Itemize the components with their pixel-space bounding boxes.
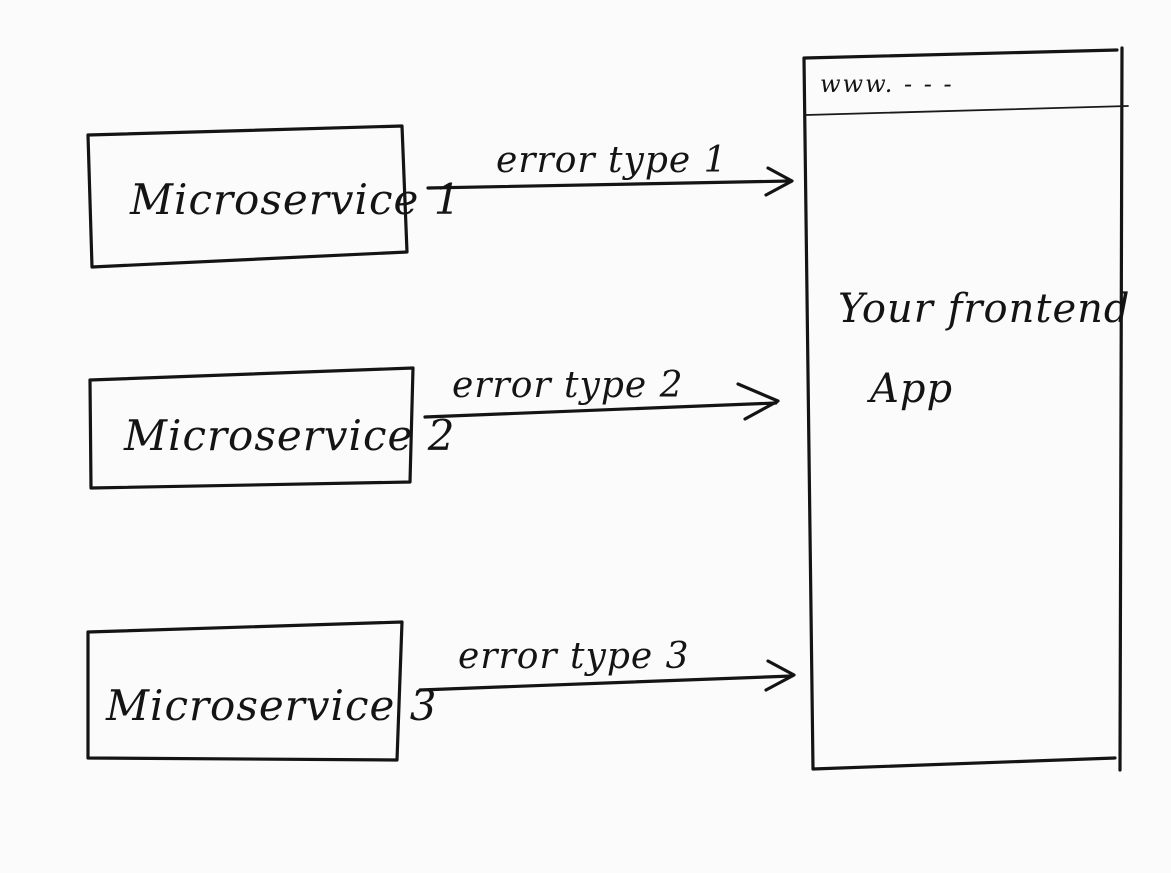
arrow-3-line [418,674,794,692]
arrow-1-label: error type 1 [496,140,728,181]
microservice-2-box [88,366,415,490]
arrow-error-type-1: error type 1 [426,140,794,197]
arrow-2-line [423,401,778,419]
arrow-1-head [764,166,794,197]
browser-window-frame [802,46,1124,772]
microservice-1-box [86,124,409,269]
arrow-1-line [426,179,792,190]
microservice-1-label: Microservice 1 [129,175,461,224]
browser-address-bar-divider [805,105,1129,116]
browser-url-text: www. - - - [820,70,954,98]
arrow-2-label: error type 2 [452,365,684,406]
microservice-3-label: Microservice 3 [105,681,437,730]
microservice-2: Microservice 2 [88,366,455,490]
arrow-error-type-3: error type 3 [418,636,796,692]
arrow-3-label: error type 3 [458,636,690,677]
microservice-1: Microservice 1 [86,124,461,269]
microservice-3: Microservice 3 [86,620,437,762]
microservice-3-box [86,620,404,762]
arrow-error-type-2: error type 2 [423,365,780,421]
frontend-app: www. - - - Your frontend App [802,46,1131,772]
frontend-title-line-2: App [866,366,953,412]
arrow-3-head [764,659,796,692]
arrow-2-head [736,382,780,421]
frontend-title-line-1: Your frontend [838,286,1131,332]
microservice-2-label: Microservice 2 [123,411,455,460]
